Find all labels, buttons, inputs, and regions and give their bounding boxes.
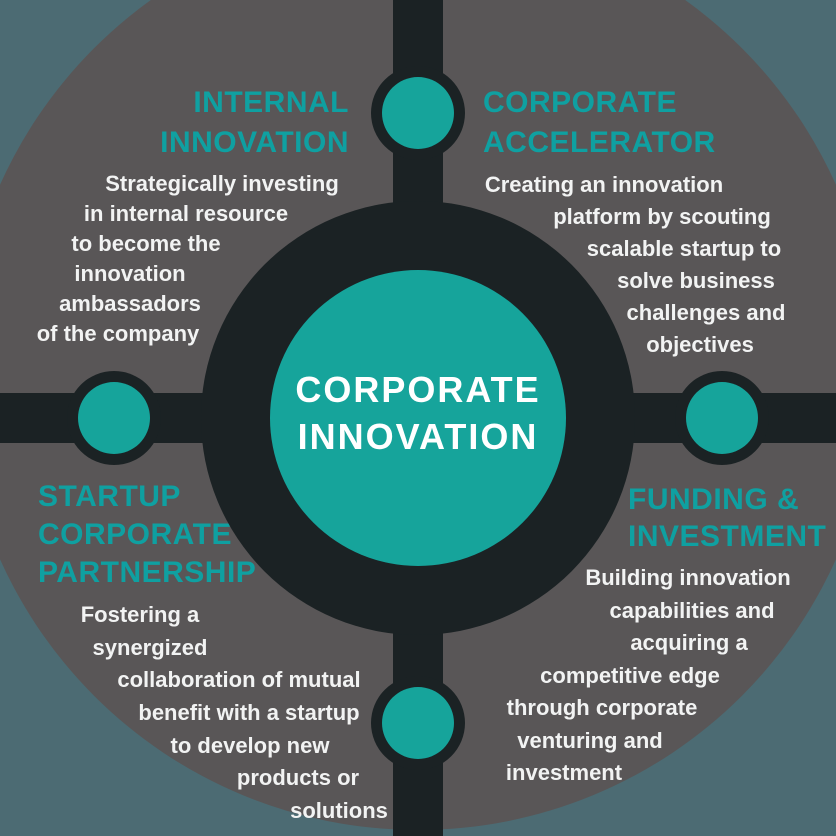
center-title-line: INNOVATION xyxy=(297,416,539,457)
body-line: in internal resource xyxy=(83,201,289,226)
body-line: venturing and xyxy=(517,728,663,753)
body-line: innovation xyxy=(74,261,186,286)
body-line: platform by scouting xyxy=(553,204,771,229)
body-line: scalable startup to xyxy=(586,236,782,261)
center-title: CORPORATE INNOVATION xyxy=(270,270,566,566)
body-line: to become the xyxy=(71,231,221,256)
heading-line: INNOVATION xyxy=(160,126,349,159)
body-line: benefit with a startup xyxy=(138,700,360,725)
heading-line: CORPORATE xyxy=(38,518,232,551)
body-line: objectives xyxy=(646,332,754,357)
body-line: investment xyxy=(505,760,623,785)
body-line: through corporate xyxy=(506,695,698,720)
heading-corporate-accelerator: CORPORATE ACCELERATOR xyxy=(483,83,716,163)
node-right-teal-circle xyxy=(686,382,758,454)
body-line: products or xyxy=(236,765,360,790)
body-line: acquiring a xyxy=(630,630,748,655)
heading-line: STARTUP xyxy=(38,480,181,513)
center-title-line: CORPORATE xyxy=(295,369,541,410)
heading-startup-corporate-partnership: STARTUP CORPORATE PARTNERSHIP xyxy=(38,478,256,592)
node-left-teal-circle xyxy=(78,382,150,454)
body-line: capabilities and xyxy=(609,598,775,623)
body-line: challenges and xyxy=(626,300,786,325)
heading-line: ACCELERATOR xyxy=(483,126,716,159)
body-line: collaboration of mutual xyxy=(117,667,361,692)
body-line: of the company xyxy=(36,321,200,346)
heading-line: CORPORATE xyxy=(483,86,677,119)
node-top-teal-circle xyxy=(382,77,454,149)
heading-line: PARTNERSHIP xyxy=(38,556,257,589)
body-line: to develop new xyxy=(170,733,330,758)
node-bottom-teal-circle xyxy=(382,687,454,759)
body-line: Fostering a xyxy=(80,602,200,627)
body-line: Building innovation xyxy=(585,565,791,590)
heading-line: FUNDING & xyxy=(628,483,800,516)
heading-internal-innovation: INTERNAL INNOVATION xyxy=(160,83,349,163)
heading-line: INVESTMENT xyxy=(628,520,827,553)
heading-line: INTERNAL xyxy=(193,86,349,119)
body-line: solve business xyxy=(617,268,775,293)
body-line: Strategically investing xyxy=(105,171,339,196)
heading-funding-investment: FUNDING & INVESTMENT xyxy=(628,481,826,555)
body-line: competitive edge xyxy=(540,663,720,688)
body-line: synergized xyxy=(92,635,208,660)
body-line: ambassadors xyxy=(59,291,201,316)
center-teal-circle xyxy=(270,270,566,566)
body-line: Creating an innovation xyxy=(484,172,724,197)
body-line: solutions xyxy=(290,798,388,823)
